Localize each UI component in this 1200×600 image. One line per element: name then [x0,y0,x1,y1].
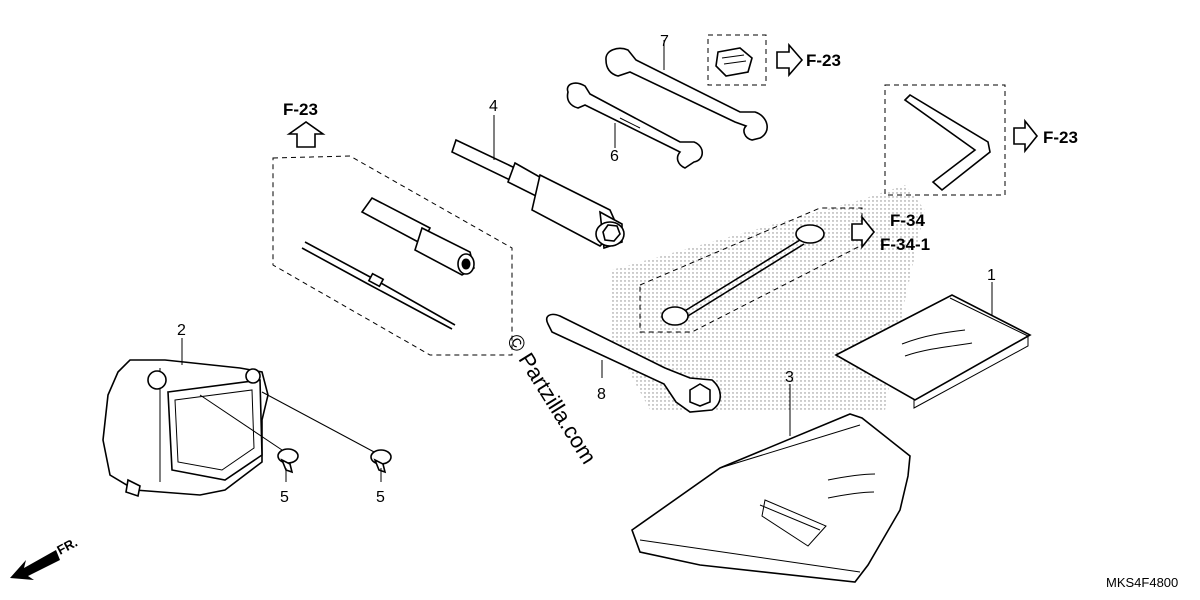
part-3-tool-bag [631,384,911,583]
direction-label: FR. [54,535,80,558]
arrow-right-icon [1013,118,1039,154]
callout-4: 4 [489,98,498,115]
callout-7: 7 [660,33,669,50]
ref-f23-right: F-23 [1043,128,1078,147]
part-4-socket-wrench [451,115,625,250]
watermark: © Partzilla.com [502,329,602,468]
callout-2: 2 [177,322,186,339]
small-part-group [707,34,804,86]
arrow-right-icon [851,214,876,250]
ref-f23-top: F-23 [806,51,841,70]
screwdriver-handle [360,196,475,276]
callout-5a: 5 [280,489,289,506]
ref-f34: F-34 [890,211,926,230]
ref-f34-1: F-34-1 [880,235,930,254]
part-6-open-end-wrench [566,82,704,169]
arrow-right-icon [776,42,804,78]
strap-group [639,207,876,333]
part-1-owners-manual [834,282,1032,409]
part-8-spanner [545,313,722,413]
callout-8: 8 [597,386,606,403]
callout-3: 3 [785,369,794,386]
callout-5b: 5 [376,489,385,506]
screwdriver-set-group [272,155,513,356]
part-2-tool-case [102,338,269,498]
screwdriver-shaft [301,241,456,330]
part-5-screw-right [261,391,392,482]
diagram-code: MKS4F4800 [1106,575,1178,590]
hex-key-group [884,84,1039,196]
part-7-open-end-wrench [605,40,768,141]
ref-f23-left: F-23 [283,100,318,119]
callout-6: 6 [610,148,619,165]
part-5-screw-left [199,394,299,482]
callout-1: 1 [987,267,996,284]
front-direction-arrow-icon [10,550,60,580]
arrow-up-icon [286,121,326,148]
